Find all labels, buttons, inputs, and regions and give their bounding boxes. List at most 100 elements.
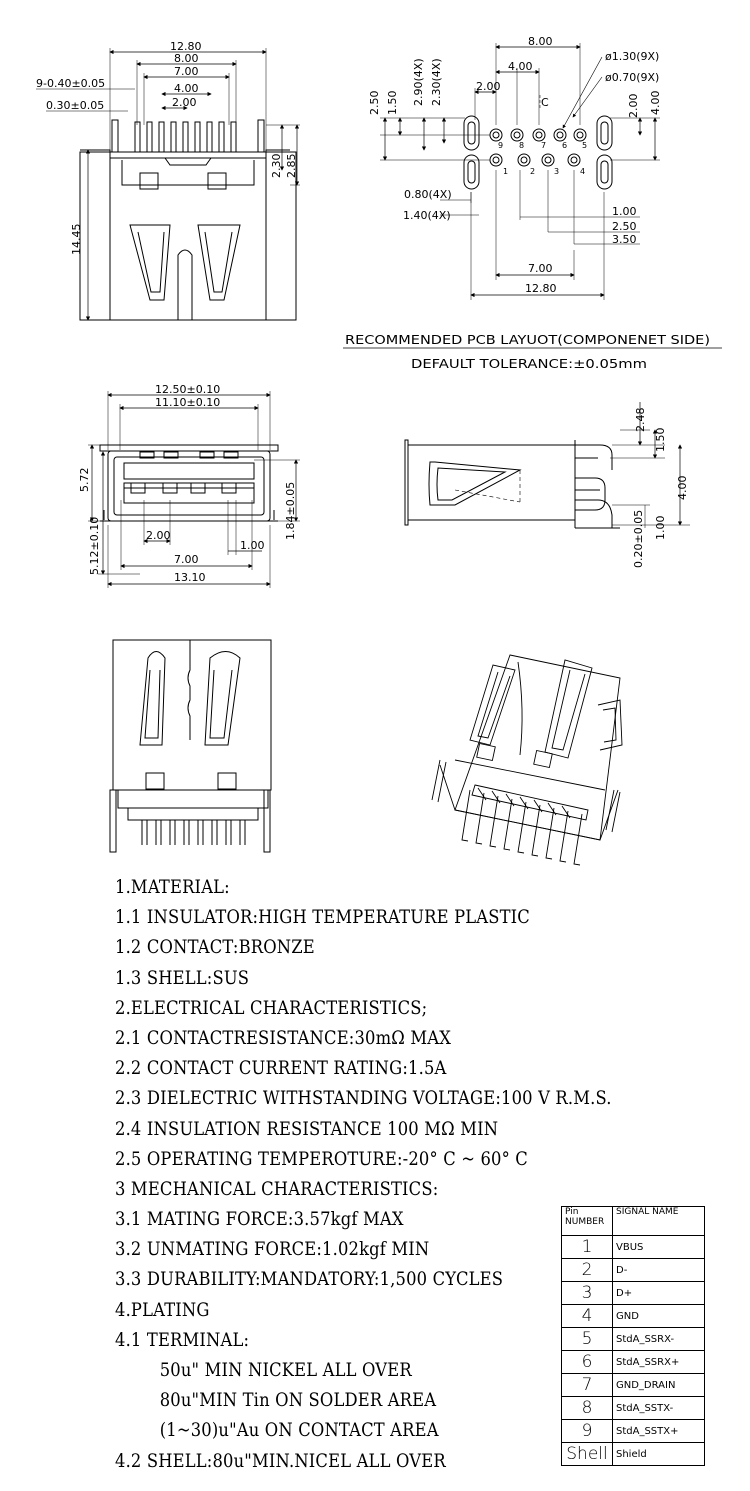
pin-number: 9 [561, 1419, 613, 1443]
spec-line: 1.3 SHELL:SUS [115, 966, 250, 989]
spec-line: 2.4 INSULATION RESISTANCE 100 MΩ MIN [115, 1117, 499, 1140]
spec-line: 4.1 TERMINAL: [115, 1328, 250, 1351]
dim-label: 13.10 [174, 571, 206, 584]
pin-number-label: 1 [503, 167, 508, 176]
spec-line: 2.2 CONTACT CURRENT RATING:1.5A [115, 1057, 447, 1080]
spec-line: 1.2 CONTACT:BRONZE [115, 936, 315, 959]
pin-number-label: 8 [519, 141, 524, 150]
dim-label: 1.00 [240, 539, 265, 552]
dim-label: 1.00 [654, 516, 667, 541]
dim-label: 12.80 [170, 40, 202, 53]
pin-number-label: 5 [582, 141, 587, 150]
signal-name: D- [612, 1258, 705, 1282]
spec-line: 2.3 DIELECTRIC WITHSTANDING VOLTAGE:100 … [115, 1087, 612, 1110]
table-header-row: Pin NUMBER SIGNAL NAME [561, 1206, 705, 1236]
pin-number: 8 [561, 1396, 613, 1420]
dim-label: 1.50 [654, 428, 667, 453]
centerline-label: C [541, 96, 549, 109]
bottom-view [109, 639, 272, 853]
top-view: 12.80 8.00 7.00 4.00 2.00 9-0.40±0.05 0.… [36, 40, 300, 321]
dim-label: 2.90(4X) [412, 58, 425, 106]
dim-label: 7.00 [174, 553, 199, 566]
dim-label: 1.00 [612, 205, 637, 218]
spec-line: 3.1 MATING FORCE:3.57kgf MAX [115, 1208, 404, 1231]
signal-name: D+ [612, 1281, 705, 1305]
side-view: 2.48 1.50 4.00 1.00 0.20±0.05 [404, 402, 690, 568]
spec-line: 4.PLATING [115, 1298, 210, 1321]
front-view: 12.50±0.10 11.10±0.10 5.72 5.12±0.10 1.8… [78, 383, 300, 588]
spec-line: 3 MECHANICAL CHARACTERISTICS: [115, 1177, 439, 1200]
dim-label: ø0.70(9X) [605, 71, 659, 84]
dim-label: 5.12±0.10 [88, 517, 101, 575]
pin-number-label: 7 [541, 141, 546, 150]
dim-label: 7.00 [528, 262, 553, 275]
signal-name: GND_DRAIN [612, 1373, 705, 1397]
pin-number-label: 6 [562, 141, 567, 150]
dim-label: 14.45 [70, 224, 83, 256]
pin-number: 3 [561, 1281, 613, 1305]
signal-name: StdA_SSTX- [612, 1396, 705, 1420]
dim-label: ø1.30(9X) [605, 50, 659, 63]
spec-line: 1.MATERIAL: [115, 876, 230, 898]
dim-label: 4.00 [649, 91, 662, 116]
dim-label: 9-0.40±0.05 [36, 77, 105, 90]
dim-label: 4.00 [174, 82, 199, 95]
dim-label: 2.30(4X) [430, 58, 443, 106]
spec-line: 80u"MIN Tin ON SOLDER AREA [159, 1389, 437, 1412]
signal-name: Shield [612, 1442, 705, 1466]
header-signal-name: SIGNAL NAME [612, 1206, 705, 1236]
signal-name: StdA_SSRX+ [612, 1350, 705, 1374]
pin-number: 6 [561, 1350, 613, 1374]
dim-label: 11.10±0.10 [155, 396, 220, 409]
dim-label: 4.00 [508, 60, 533, 73]
spec-line: 2.5 OPERATING TEMPEROTURE:-20° C ~ 60° C [115, 1147, 528, 1170]
signal-name: StdA_SSTX+ [612, 1419, 705, 1443]
dim-label: 2.30 [270, 154, 283, 179]
pin-number: Shell [561, 1442, 613, 1466]
pin-number: 5 [561, 1327, 613, 1351]
spec-line: 3.2 UNMATING FORCE:1.02kgf MIN [115, 1238, 430, 1261]
dim-label: 8.00 [174, 52, 199, 65]
signal-name: GND [612, 1304, 705, 1328]
spec-line: 2.1 CONTACTRESISTANCE:30mΩ MAX [115, 1026, 452, 1049]
signal-name: VBUS [612, 1235, 705, 1259]
pin-number: 2 [561, 1258, 613, 1282]
dim-label: 2.48 [634, 408, 647, 433]
dim-label: 3.50 [612, 233, 637, 246]
dim-label: 0.20±0.05 [632, 510, 645, 568]
spec-line: 1.1 INSULATOR:HIGH TEMPERATURE PLASTIC [115, 906, 530, 929]
pin-number: 7 [561, 1373, 613, 1397]
dim-label: 2.00 [476, 80, 501, 93]
dim-label: 4.00 [676, 476, 689, 501]
spec-line: 3.3 DURABILITY:MANDATORY:1,500 CYCLES [115, 1268, 504, 1291]
dim-label: 2.50 [612, 220, 637, 233]
dim-label: 2.00 [146, 529, 171, 542]
pcb-layout-view: 8.00 4.00 2.00 ø1.30(9X) ø0.70(9X) 2.90(… [343, 35, 722, 371]
pin-number-label: 3 [554, 167, 559, 176]
pin-number: 4 [561, 1304, 613, 1328]
dim-label: 1.84±0.05 [284, 482, 297, 540]
isometric-view [431, 654, 623, 866]
specifications-list: 1.MATERIAL: 1.1 INSULATOR:HIGH TEMPERATU… [115, 872, 612, 1476]
dim-label: 2.85 [285, 154, 298, 179]
signal-name: StdA_SSRX- [612, 1327, 705, 1351]
pin-number-label: 2 [530, 167, 535, 176]
pin-number-label: 4 [580, 167, 585, 176]
pcb-layout-title: RECOMMENDED PCB LAYUOT(COMPONENET SIDE) [345, 333, 710, 347]
dim-label: 5.72 [78, 468, 91, 493]
dim-label: 2.50 [368, 91, 381, 116]
spec-line: 2.ELECTRICAL CHARACTERISTICS; [115, 996, 428, 1019]
dim-label: 0.30±0.05 [46, 99, 104, 112]
header-pin-number: Pin NUMBER [561, 1206, 613, 1236]
spec-line: 50u" MIN NICKEL ALL OVER [159, 1359, 412, 1381]
dim-label: 8.00 [528, 35, 553, 48]
dim-label: 1.50 [386, 91, 399, 116]
